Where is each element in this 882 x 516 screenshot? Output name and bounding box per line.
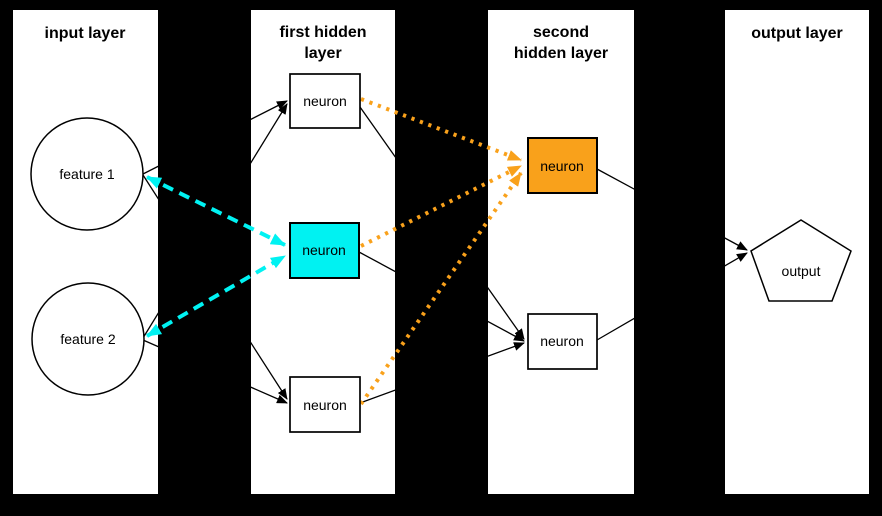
panel-second-hidden-layer: [488, 10, 634, 494]
edge-feature2-to-hidden1selected-highlight: [145, 254, 287, 338]
hidden2-node-bottom: [527, 313, 598, 370]
output-node-pentagon: [750, 219, 852, 302]
label-hidden1-selected: neuron: [302, 242, 346, 258]
title-first-hidden-line1: first hidden: [279, 24, 366, 41]
edge-hidden1top-to-hidden2bottom: [359, 106, 525, 340]
edge-hidden1top-to-hidden2selected-highlight: [360, 97, 522, 162]
edge-hidden2bottom-to-output: [596, 252, 748, 341]
label-hidden2-bottom: neuron: [540, 333, 584, 349]
title-first-hidden-line2: layer: [304, 45, 341, 62]
label-hidden1-top: neuron: [303, 93, 347, 109]
input-node-feature-1: [30, 117, 144, 231]
label-hidden2-selected: neuron: [540, 158, 584, 174]
label-feature-1: feature 1: [59, 166, 114, 182]
edge-feature2-to-hidden1bottom: [142, 339, 288, 404]
input-node-feature-2: [31, 282, 145, 396]
edge-hidden1selected-to-hidden2selected-highlight: [360, 164, 522, 248]
title-second-hidden-line2: hidden layer: [514, 45, 608, 62]
edge-hidden2selected-to-output: [596, 168, 748, 251]
hidden1-node-bottom: [289, 376, 361, 433]
label-output: output: [782, 263, 821, 279]
edge-hidden1bottom-to-hidden2bottom: [359, 342, 525, 404]
title-output-layer: output layer: [751, 25, 843, 42]
title-input-layer: input layer: [45, 25, 126, 42]
edge-hidden1selected-to-hidden2bottom: [358, 251, 525, 342]
panel-input-layer: [13, 10, 158, 494]
title-second-hidden-line1: second: [533, 24, 589, 41]
edge-feature1-to-hidden1selected-highlight: [146, 175, 286, 247]
label-feature-2: feature 2: [60, 331, 115, 347]
hidden1-node-top: [289, 73, 361, 129]
edge-hidden1bottom-to-hidden2selected-highlight: [359, 171, 523, 406]
hidden1-node-selected: [289, 222, 360, 279]
hidden2-node-selected: [527, 137, 598, 194]
edge-feature1-to-hidden1top: [142, 100, 288, 175]
label-hidden1-bottom: neuron: [303, 397, 347, 413]
